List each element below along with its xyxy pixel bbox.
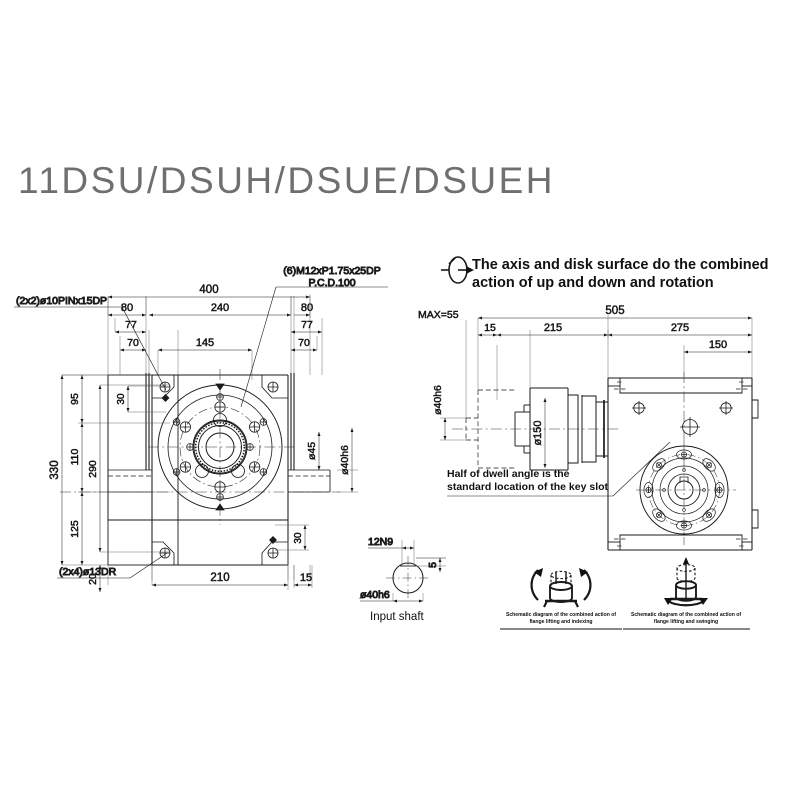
dim-145-text: 145 bbox=[196, 337, 214, 349]
dim-77-left-text: 77 bbox=[125, 319, 137, 331]
dim-d45-text: ø45 bbox=[306, 442, 318, 460]
front-view-tapped-holes bbox=[179, 401, 261, 493]
side-view-dimensions: 505 15 215 275 150 MAX=55 ø40h6 bbox=[418, 305, 752, 468]
dim-290-text: 290 bbox=[87, 460, 99, 478]
dim-15-side-text: 15 bbox=[484, 322, 496, 334]
dim-30-lower-text: 30 bbox=[293, 532, 304, 544]
front-view-pin-markers bbox=[161, 394, 277, 544]
front-view-mounting-holes bbox=[159, 381, 279, 559]
dim-330-text: 330 bbox=[49, 460, 61, 479]
dim-400-text: 400 bbox=[199, 284, 218, 296]
callout-tap-line1-text: (6)M12xP1.75x25DP bbox=[283, 265, 380, 277]
dim-110-text: 110 bbox=[69, 448, 81, 465]
front-view-side-plates bbox=[145, 373, 295, 470]
dim-d40h6-side-text: ø40h6 bbox=[432, 385, 444, 415]
side-view-mount-flanges bbox=[608, 378, 752, 550]
dim-77-right-text: 77 bbox=[301, 319, 313, 331]
dim-80-right-text: 80 bbox=[301, 302, 313, 314]
detail-key-width-text: 12N9 bbox=[368, 536, 393, 548]
dim-15-text: 15 bbox=[300, 572, 312, 584]
schematic-caption-swinging: Schematic diagram of the combined action… bbox=[630, 612, 742, 625]
side-view-housing bbox=[607, 377, 753, 551]
front-view-callouts bbox=[14, 286, 388, 579]
dim-150-text: 150 bbox=[709, 339, 727, 351]
callout-pin-text: (2x2)ø10PINx15DP bbox=[16, 295, 107, 307]
front-view-center-lines bbox=[60, 369, 340, 525]
dim-125-text: 125 bbox=[69, 520, 81, 538]
front-view-corner-pockets bbox=[152, 375, 288, 565]
detail-key-depth-text: 5 bbox=[427, 562, 439, 568]
dim-70-left-text: 70 bbox=[127, 337, 139, 349]
dim-95-text: 95 bbox=[69, 393, 81, 405]
side-view-center-lines bbox=[452, 372, 736, 545]
callout-tap-line2-text: P.C.D.100 bbox=[308, 277, 355, 289]
side-view-bolt-seats bbox=[643, 449, 725, 531]
input-shaft-detail: 12N9 5 ø40h6 bbox=[360, 536, 446, 603]
side-view bbox=[440, 318, 759, 551]
side-view-notches bbox=[752, 399, 759, 529]
detail-shaft-dia-text: ø40h6 bbox=[360, 589, 390, 601]
dim-70-right-text: 70 bbox=[298, 337, 310, 349]
schematic-indexing bbox=[500, 568, 622, 630]
callout-drill-text: (2x4)ø13DR bbox=[59, 566, 117, 578]
dim-30-upper-text: 30 bbox=[116, 393, 127, 405]
dim-max55-text: MAX=55 bbox=[418, 309, 459, 321]
side-view-mount-bolts bbox=[632, 401, 733, 437]
side-view-hidden-lines bbox=[614, 381, 748, 547]
rotation-note: The axis and disk surface do the combine… bbox=[472, 257, 769, 292]
input-shaft-label: Input shaft bbox=[370, 611, 424, 623]
dwell-angle-note: Half of dwell angle is the standard loca… bbox=[447, 468, 609, 494]
schematic-swinging bbox=[623, 557, 750, 630]
page-title: 11DSU/DSUH/DSUE/DSUEH bbox=[18, 160, 556, 201]
front-view-dimensions: 400 80 240 80 77 77 70 bbox=[49, 284, 354, 592]
dim-d150-text: ø150 bbox=[532, 420, 544, 445]
dim-505-text: 505 bbox=[605, 305, 624, 317]
rotation-pictogram bbox=[441, 256, 474, 284]
dim-275-text: 275 bbox=[671, 322, 689, 334]
schematic-caption-indexing: Schematic diagram of the combined action… bbox=[505, 612, 617, 625]
front-view-clearance-holes bbox=[195, 413, 245, 478]
dim-215-text: 215 bbox=[544, 322, 562, 334]
dim-210-text: 210 bbox=[210, 572, 229, 584]
side-view-keyway bbox=[679, 476, 689, 483]
front-view bbox=[60, 296, 358, 585]
dim-20-text: 20 bbox=[87, 573, 99, 585]
dim-d40h6-front-text: ø40h6 bbox=[339, 445, 351, 475]
dwell-note-leader bbox=[447, 441, 671, 497]
dim-240-text: 240 bbox=[211, 302, 229, 314]
